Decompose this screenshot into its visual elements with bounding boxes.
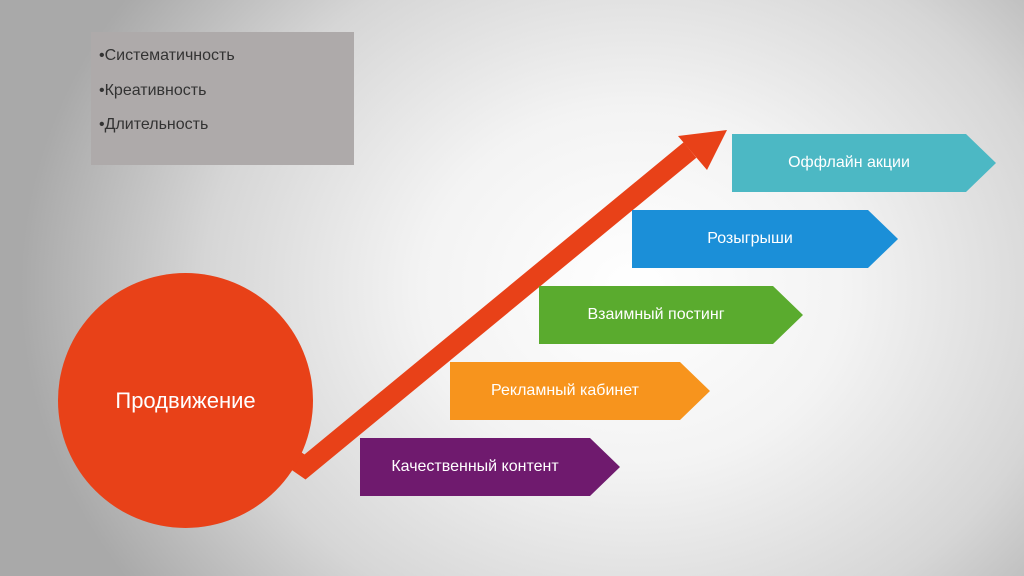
promotion-label: Продвижение (115, 387, 256, 413)
step-label: Розыгрыши (707, 230, 793, 247)
step-label: Взаимный постинг (587, 306, 725, 323)
bullet-list-box: •Систематичность •Креативность •Длительн… (91, 32, 354, 165)
arrow-head (678, 130, 727, 170)
step-quality-content: Качественный контент (360, 438, 620, 496)
step-giveaways: Розыгрыши (632, 210, 898, 268)
bullet-item: •Систематичность (99, 47, 235, 64)
bullet-item: •Длительность (99, 116, 209, 133)
bullet-item: •Креативность (99, 81, 207, 99)
step-ad-cabinet: Рекламный кабинет (450, 362, 710, 420)
step-label: Оффлайн акции (788, 154, 910, 171)
promotion-circle: Продвижение (58, 273, 313, 528)
step-label: Рекламный кабинет (491, 382, 639, 399)
step-offline-promos: Оффлайн акции (732, 134, 996, 192)
step-mutual-posting: Взаимный постинг (539, 286, 803, 344)
step-label: Качественный контент (391, 458, 559, 475)
